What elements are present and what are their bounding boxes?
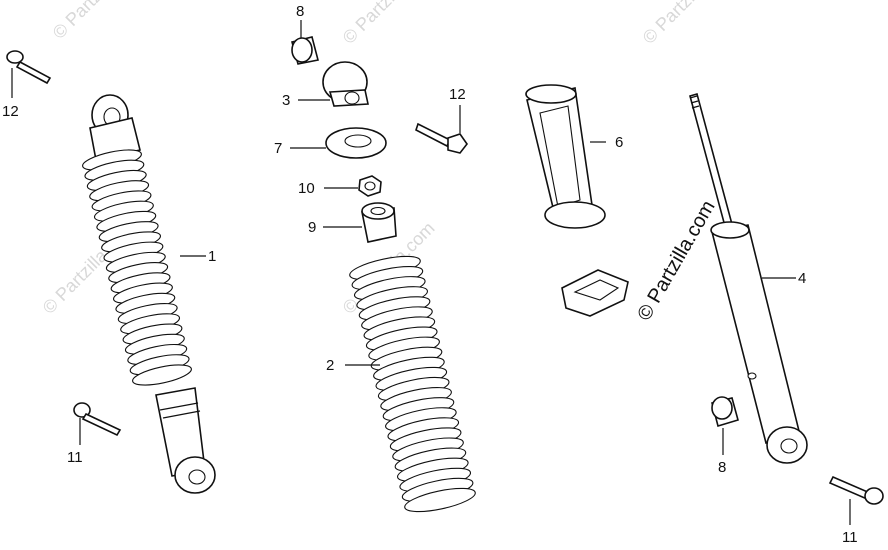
callout-1: 1 bbox=[208, 248, 216, 265]
callout-12-left: 12 bbox=[2, 103, 19, 120]
shock-absorber-1 bbox=[82, 94, 216, 494]
watermark-faint: © Partzilla.com bbox=[49, 0, 149, 43]
coil bbox=[404, 487, 476, 513]
callout-6: 6 bbox=[615, 134, 623, 151]
damper-4 bbox=[689, 93, 808, 464]
spring-2 bbox=[349, 255, 476, 513]
bolt-11-right bbox=[828, 475, 884, 505]
callout-9: 9 bbox=[308, 219, 316, 236]
spring-coils bbox=[349, 255, 476, 513]
callout-12-middle: 12 bbox=[449, 86, 466, 103]
callout-8-bottom: 8 bbox=[718, 459, 726, 476]
callout-7: 7 bbox=[274, 140, 282, 157]
callout-2: 2 bbox=[326, 357, 334, 374]
bushing-8-bottom bbox=[711, 396, 739, 428]
spring-seat-7 bbox=[325, 127, 387, 159]
callout-10: 10 bbox=[298, 180, 315, 197]
bushing-8-top bbox=[291, 36, 319, 65]
leader-lines bbox=[11, 20, 851, 525]
callout-8-top: 8 bbox=[296, 3, 304, 20]
callout-11-left: 11 bbox=[67, 449, 83, 466]
spring-clip bbox=[561, 269, 629, 317]
bolt-12-topleft bbox=[6, 50, 52, 85]
callouts: 1 2 3 4 6 7 8 8 9 10 11 11 12 12 bbox=[2, 3, 858, 546]
callout-11-right: 11 bbox=[842, 529, 858, 546]
spring-coils bbox=[82, 149, 192, 386]
spring-guide-6 bbox=[525, 84, 606, 229]
watermark-faint: © Partzilla.com bbox=[639, 0, 739, 48]
watermark-faint: © Partzilla.com bbox=[339, 0, 439, 48]
bolt-12-middle bbox=[415, 122, 468, 154]
nut-10 bbox=[358, 175, 382, 197]
watermark-main: © Partzilla.com bbox=[633, 197, 719, 325]
stopper-rubber-9 bbox=[361, 202, 397, 243]
coil bbox=[132, 364, 192, 386]
upper-joint-3 bbox=[322, 61, 369, 107]
callout-4: 4 bbox=[798, 270, 806, 287]
callout-3: 3 bbox=[282, 92, 290, 109]
bolt-11-left bbox=[73, 402, 122, 437]
